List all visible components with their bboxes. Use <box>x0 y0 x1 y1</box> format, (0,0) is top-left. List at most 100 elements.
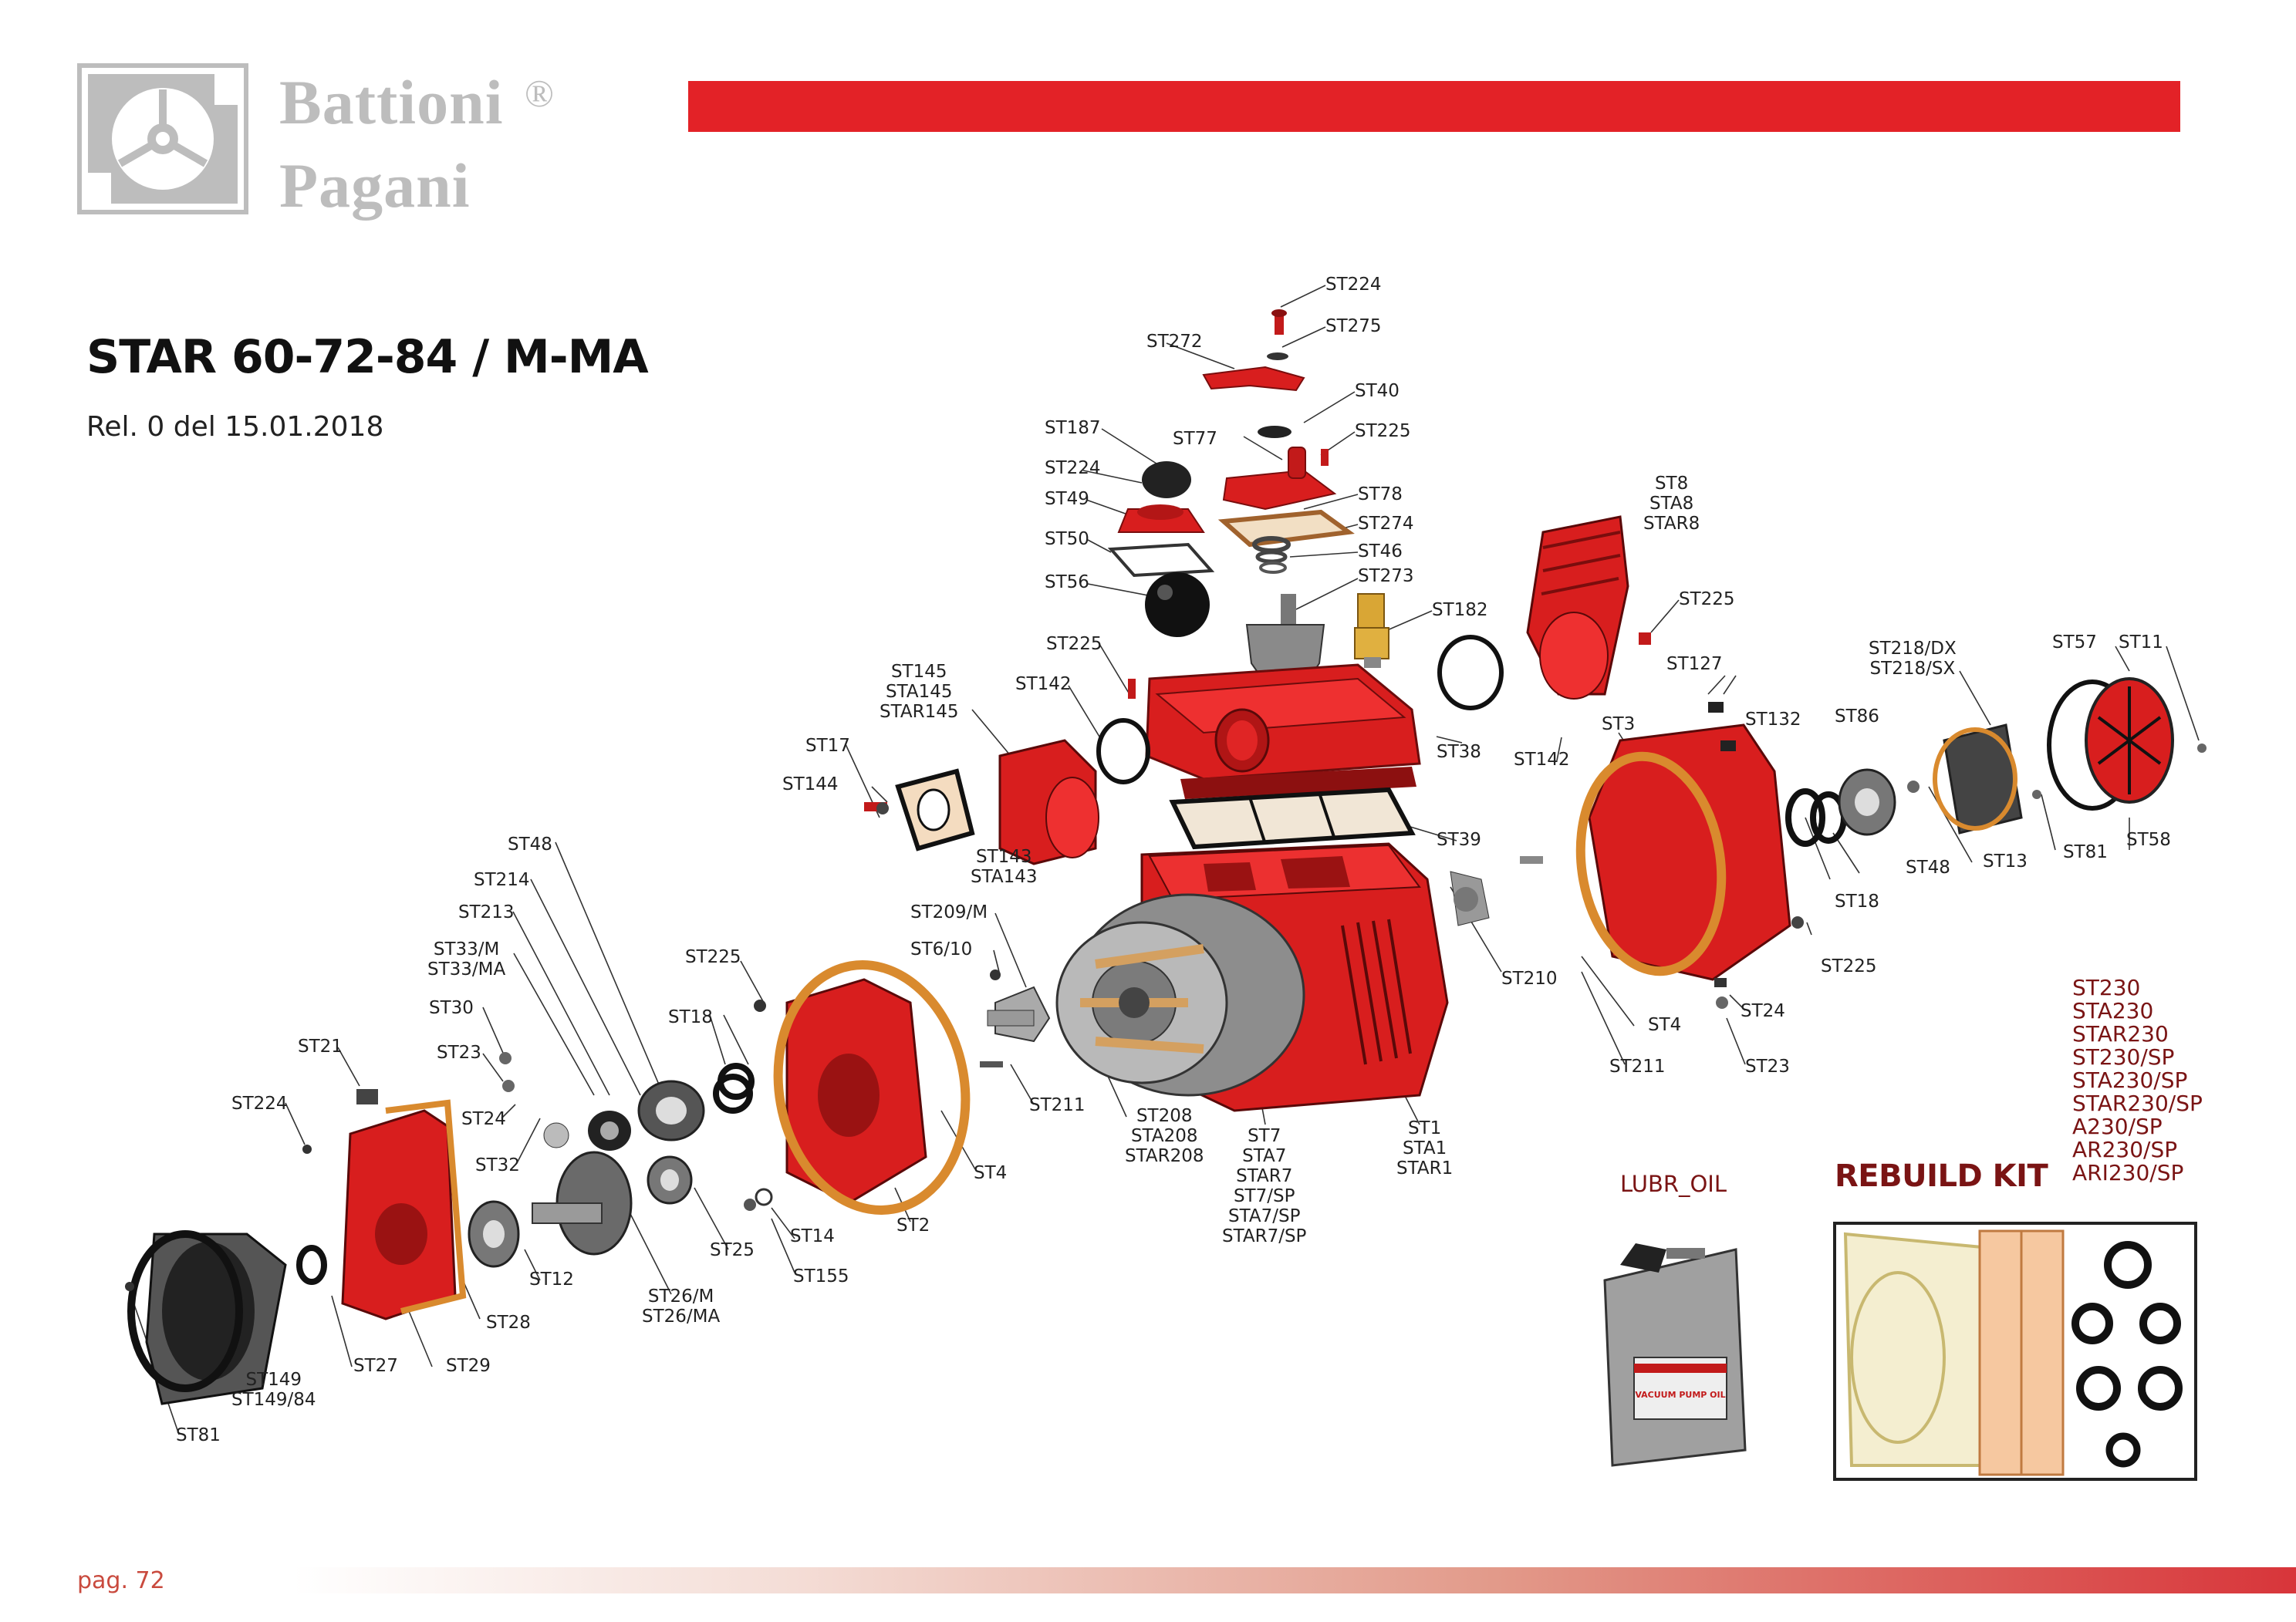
lubr-oil-label: LUBR_OIL <box>1620 1171 1727 1197</box>
part-label: ST81 <box>176 1425 221 1445</box>
model-item: ST230 <box>2072 975 2141 1000</box>
part-label: ST208 STA208 STAR208 <box>1125 1106 1204 1166</box>
model-item: ST230/SP <box>2072 1044 2175 1070</box>
part-label: ST182 <box>1432 600 1488 620</box>
part-label: ST11 <box>2119 632 2163 653</box>
part-label: ST57 <box>2052 632 2097 653</box>
model-item: STAR230 <box>2072 1021 2169 1047</box>
oil-can-label: VACUUM PUMP OIL <box>1635 1390 1725 1400</box>
part-label: ST56 <box>1045 572 1089 592</box>
part-label: ST18 <box>668 1007 713 1027</box>
rebuild-kit-contents <box>1843 1229 2183 1476</box>
part-label: ST225 <box>1821 956 1877 976</box>
leader-lines <box>130 285 2200 1435</box>
part-label: ST274 <box>1358 514 1414 534</box>
part-label: ST4 <box>1648 1015 1682 1035</box>
release-info: Rel. 0 del 15.01.2018 <box>86 411 384 443</box>
part-label: ST127 <box>1666 654 1723 674</box>
part-label: ST210 <box>1501 969 1558 989</box>
gear-housing-parts <box>125 960 1051 1405</box>
part-label: ST225 <box>685 947 741 967</box>
part-label: ST17 <box>805 736 850 756</box>
part-label: ST32 <box>475 1155 520 1175</box>
part-label: ST145 STA145 STAR145 <box>880 662 959 722</box>
part-label: ST33/M ST33/MA <box>427 939 506 980</box>
part-label: ST273 <box>1358 566 1414 586</box>
part-label: ST21 <box>298 1037 343 1057</box>
part-label: ST214 <box>474 870 530 890</box>
part-label: ST224 <box>1045 458 1101 478</box>
part-label: ST12 <box>529 1270 574 1290</box>
model-list: ST230 STA230 STAR230 ST230/SP STA230/SP … <box>2072 976 2203 1185</box>
part-label: ST28 <box>486 1313 531 1333</box>
part-label: ST218/DX ST218/SX <box>1869 639 1957 679</box>
part-label: ST58 <box>2126 830 2171 850</box>
part-label: ST224 <box>231 1094 288 1114</box>
part-label: ST81 <box>2063 842 2108 862</box>
part-label: ST209/M <box>910 902 988 922</box>
part-label: ST144 <box>782 774 839 794</box>
part-label: ST6/10 <box>910 939 973 959</box>
oil-can: VACUUM PUMP OIL <box>1603 1243 1747 1467</box>
part-label: ST24 <box>1741 1001 1785 1021</box>
part-label: ST8 STA8 STAR8 <box>1643 474 1700 534</box>
part-label: ST49 <box>1045 489 1089 509</box>
part-label: ST142 <box>1514 750 1570 770</box>
part-label: ST155 <box>793 1266 849 1286</box>
cylinder-head <box>1128 663 1421 850</box>
part-label: ST38 <box>1437 742 1481 762</box>
part-label: ST225 <box>1679 589 1735 609</box>
part-label: ST48 <box>1906 858 1950 878</box>
part-label: ST18 <box>1835 892 1879 912</box>
part-label: ST275 <box>1325 316 1382 336</box>
part-label: ST77 <box>1173 429 1217 449</box>
part-label: ST211 <box>1609 1057 1666 1077</box>
rebuild-kit-title: REBUILD KIT <box>1835 1158 2048 1194</box>
part-label: ST7 STA7 STAR7 ST7/SP STA7/SP STAR7/SP <box>1222 1126 1307 1246</box>
part-label: ST23 <box>1745 1057 1790 1077</box>
part-label: ST213 <box>458 902 515 922</box>
part-label: ST23 <box>437 1043 481 1063</box>
footer-gradient-bar <box>293 1567 2296 1593</box>
header-red-bar <box>688 81 2180 132</box>
part-label: ST132 <box>1745 710 1801 730</box>
part-label: ST86 <box>1835 706 1879 727</box>
part-label: ST143 STA143 <box>971 847 1038 887</box>
top-cover-parts <box>1107 309 1389 695</box>
part-label: ST149 ST149/84 <box>231 1370 316 1410</box>
model-item: AR230/SP <box>2072 1137 2178 1162</box>
model-item: A230/SP <box>2072 1114 2163 1139</box>
part-label: ST39 <box>1437 830 1481 850</box>
part-label: ST187 <box>1045 418 1101 438</box>
page-number: pag. 72 <box>77 1567 165 1594</box>
part-label: ST26/M ST26/MA <box>642 1286 721 1327</box>
registered-mark: ® <box>525 72 554 115</box>
part-label: ST30 <box>429 998 474 1018</box>
part-label: ST40 <box>1355 381 1400 401</box>
part-label: ST224 <box>1325 275 1382 295</box>
battioni-pagani-logo <box>77 63 248 214</box>
part-label: ST14 <box>790 1226 835 1246</box>
part-label: ST272 <box>1146 332 1203 352</box>
part-label: ST46 <box>1358 541 1403 561</box>
page-title: STAR 60-72-84 / M-MA <box>86 330 649 384</box>
rear-housing-parts <box>1437 515 2207 1009</box>
part-label: ST225 <box>1046 634 1102 654</box>
part-label: ST29 <box>446 1356 491 1376</box>
model-item: STA230 <box>2072 998 2154 1023</box>
rebuild-kit-box <box>1833 1222 2197 1481</box>
part-label: ST48 <box>508 835 552 855</box>
part-label: ST1 STA1 STAR1 <box>1396 1118 1454 1179</box>
part-label: ST27 <box>353 1356 398 1376</box>
part-label: ST211 <box>1029 1095 1086 1115</box>
part-label: ST2 <box>896 1216 930 1236</box>
part-label: ST225 <box>1355 421 1411 441</box>
model-item: ARI230/SP <box>2072 1160 2184 1185</box>
part-label: ST25 <box>710 1240 755 1260</box>
main-pump-body <box>1055 842 1449 1112</box>
part-label: ST78 <box>1358 484 1403 504</box>
model-item: STA230/SP <box>2072 1067 2188 1093</box>
part-label: ST50 <box>1045 529 1089 549</box>
